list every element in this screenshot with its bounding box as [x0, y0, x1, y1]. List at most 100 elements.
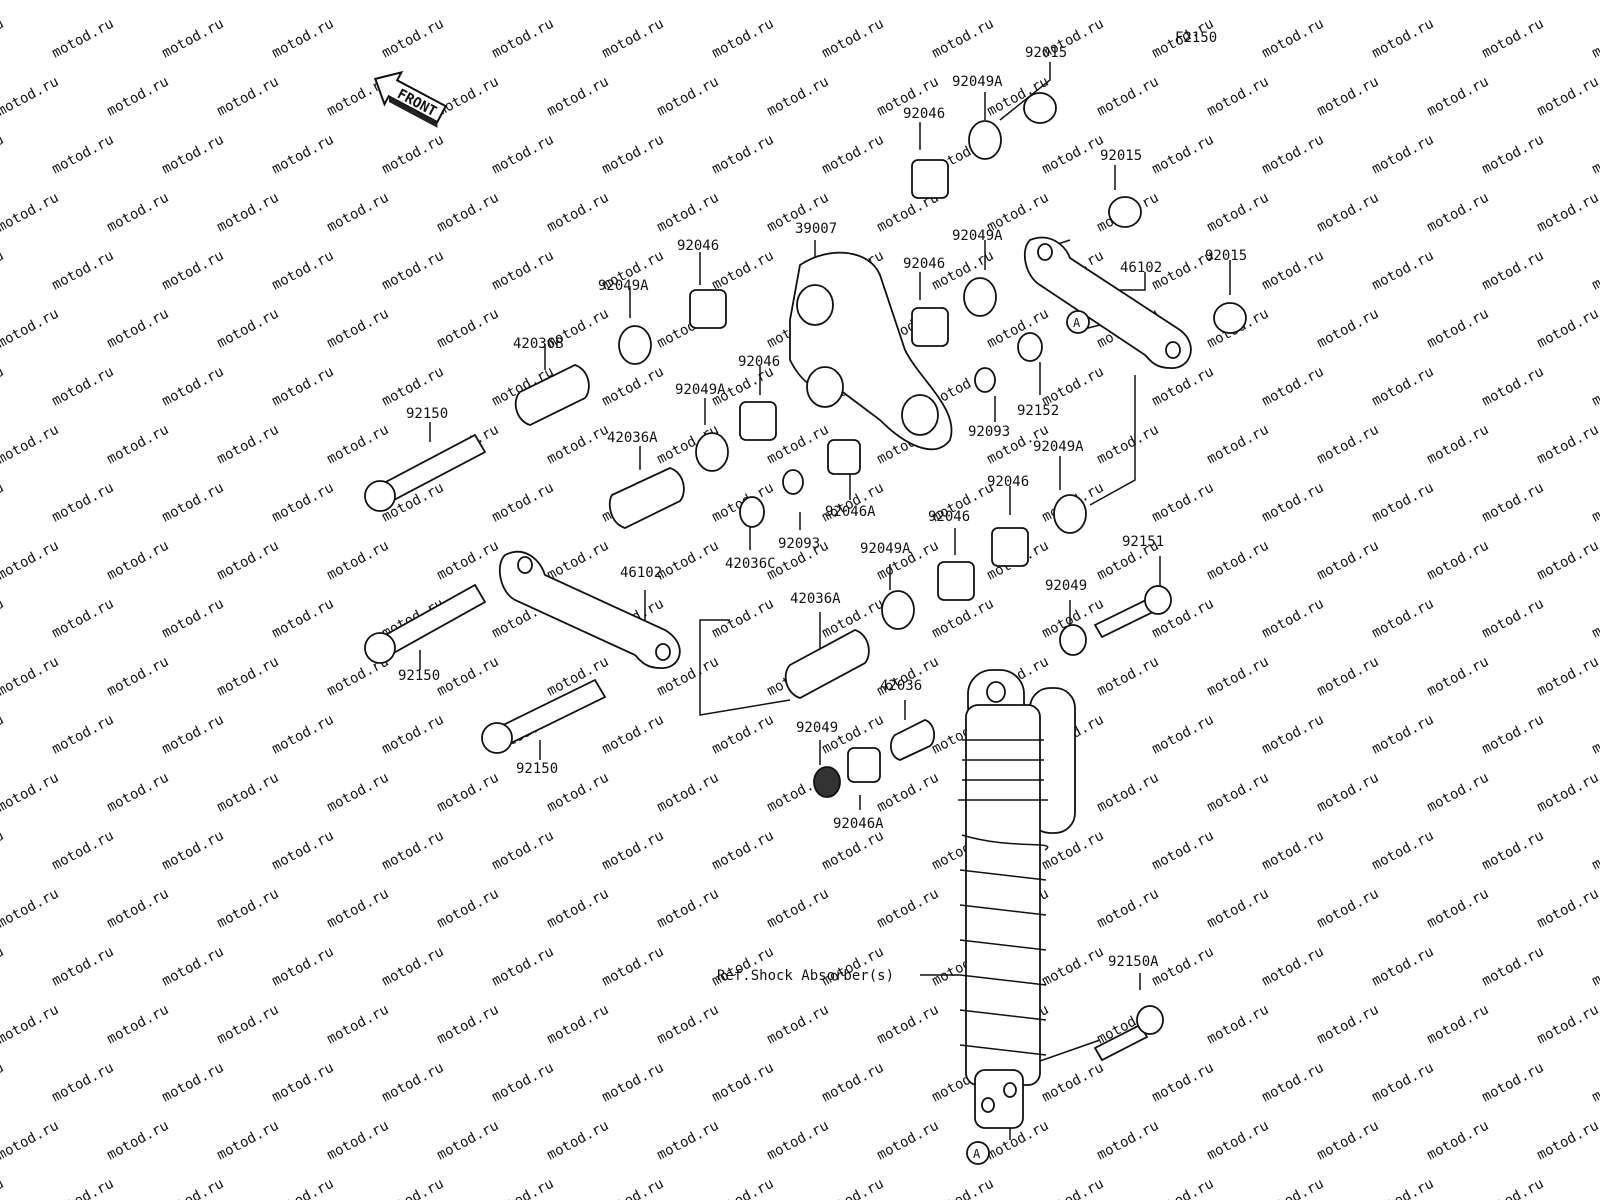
collars — [514, 364, 936, 761]
watermark-text: motod.ru — [104, 0, 171, 4]
watermark-text: motod.ru — [0, 538, 61, 584]
ref-shock-absorber-label: Ref.Shock Absorber(s) — [717, 968, 894, 984]
watermark-text: motod.ru — [0, 190, 61, 236]
callout: 92046 — [738, 354, 780, 370]
watermark-text: motod.ru — [874, 770, 941, 816]
watermark-text: motod.ru — [269, 712, 336, 758]
watermark-text: motod.ru — [269, 828, 336, 874]
watermark-text: motod.ru — [434, 654, 501, 700]
watermark-text: motod.ru — [1479, 248, 1546, 294]
nuts — [1023, 92, 1247, 334]
watermark-text: motod.ru — [159, 16, 226, 62]
watermark-text: motod.ru — [0, 654, 61, 700]
watermark-text: motod.ru — [214, 538, 281, 584]
watermark-text: motod.ru — [159, 480, 226, 526]
watermark-text: motod.ru — [929, 1176, 996, 1200]
callout: 92049A — [952, 74, 1003, 90]
watermark-text: motod.ru — [1094, 74, 1161, 120]
watermark-text: motod.ru — [1314, 1118, 1381, 1164]
callout: 92046 — [903, 106, 945, 122]
watermark-text: motod.ru — [324, 770, 391, 816]
watermark-text: motod.ru — [489, 1060, 556, 1106]
watermark-text: motod.ru — [489, 132, 556, 178]
watermark-text: motod.ru — [1589, 1060, 1600, 1106]
watermark-text: motod.ru — [764, 74, 831, 120]
watermark-text: motod.ru — [1314, 770, 1381, 816]
watermark-text: motod.ru — [49, 1060, 116, 1106]
watermark-text: motod.ru — [544, 74, 611, 120]
watermark-text: motod.ru — [1039, 132, 1106, 178]
callout: 92046 — [677, 238, 719, 254]
watermark-text: motod.ru — [324, 886, 391, 932]
watermark-text: motod.ru — [1589, 828, 1600, 874]
watermark-text: motod.ru — [1039, 1060, 1106, 1106]
watermark-text: motod.ru — [1149, 828, 1216, 874]
watermark-text: motod.ru — [1534, 1002, 1600, 1048]
watermark-text: motod.ru — [1424, 1002, 1491, 1048]
watermark-text: motod.ru — [1534, 1118, 1600, 1164]
watermark-text: motod.ru — [709, 248, 776, 294]
watermark-text: motod.ru — [1479, 132, 1546, 178]
watermark-text: motod.ru — [214, 190, 281, 236]
watermark-text: motod.ru — [599, 16, 666, 62]
watermark-text: motod.ru — [104, 74, 171, 120]
watermark-text: motod.ru — [1369, 364, 1436, 410]
watermark-text: motod.ru — [159, 248, 226, 294]
callout: 42036A — [790, 591, 841, 607]
watermark-text: motod.ru — [1369, 248, 1436, 294]
watermark-text: motod.ru — [324, 0, 391, 4]
watermark-text: motod.ru — [0, 74, 61, 120]
watermark-text: motod.ru — [1094, 654, 1161, 700]
watermark-text: motod.ru — [819, 1060, 886, 1106]
callout: 92150 — [398, 668, 440, 684]
watermark-text: motod.ru — [0, 364, 6, 410]
watermark-text: motod.ru — [1369, 828, 1436, 874]
watermark-text: motod.ru — [379, 132, 446, 178]
watermark-text: motod.ru — [654, 74, 721, 120]
callout: 42036A — [607, 430, 658, 446]
watermark-text: motod.ru — [0, 770, 61, 816]
watermark-text: motod.ru — [434, 1118, 501, 1164]
watermark-text: motod.ru — [269, 16, 336, 62]
watermark-text: motod.ru — [49, 364, 116, 410]
watermark-text: motod.ru — [1589, 248, 1600, 294]
watermark-text: motod.ru — [1369, 16, 1436, 62]
callout: 42036C — [725, 556, 776, 572]
watermark-text: motod.ru — [324, 538, 391, 584]
watermark-text: motod.ru — [489, 944, 556, 990]
watermark-text: motod.ru — [1314, 74, 1381, 120]
callout: 92046 — [903, 256, 945, 272]
watermark-text: motod.ru — [1369, 132, 1436, 178]
watermark-text: motod.ru — [104, 1002, 171, 1048]
plate-46102-left — [498, 550, 681, 669]
watermark-text: motod.ru — [324, 1118, 391, 1164]
front-arrow-icon: FRONT — [373, 70, 448, 128]
watermark-text: motod.ru — [1479, 1176, 1546, 1200]
callout: 92015 — [1100, 148, 1142, 164]
watermark-text: motod.ru — [214, 422, 281, 468]
watermark-text: motod.ru — [159, 1060, 226, 1106]
watermark-text: motod.ru — [1369, 1176, 1436, 1200]
watermark-text: motod.ru — [379, 828, 446, 874]
callout: 92049 — [1045, 578, 1087, 594]
callout: 42036B — [513, 336, 564, 352]
watermark-text: motod.ru — [269, 1060, 336, 1106]
watermark-text: motod.ru — [1479, 480, 1546, 526]
watermark-text: motod.ru — [1424, 654, 1491, 700]
watermark-text: motod.ru — [1314, 886, 1381, 932]
watermark-text: motod.ru — [214, 886, 281, 932]
watermark-text: motod.ru — [1204, 190, 1271, 236]
watermark-text: motod.ru — [379, 712, 446, 758]
watermark-text: motod.ru — [104, 190, 171, 236]
watermark-text: motod.ru — [1534, 190, 1600, 236]
callout: 92049A — [598, 278, 649, 294]
watermark-text: motod.ru — [1204, 886, 1271, 932]
watermark-text: motod.ru — [874, 0, 941, 4]
watermark-text: motod.ru — [489, 1176, 556, 1200]
watermark-text: motod.ru — [1204, 0, 1271, 4]
watermark-text: motod.ru — [1094, 770, 1161, 816]
marker-a-top: A — [1073, 316, 1081, 330]
watermark-text: motod.ru — [1424, 538, 1491, 584]
watermark-text: motod.ru — [764, 0, 831, 4]
